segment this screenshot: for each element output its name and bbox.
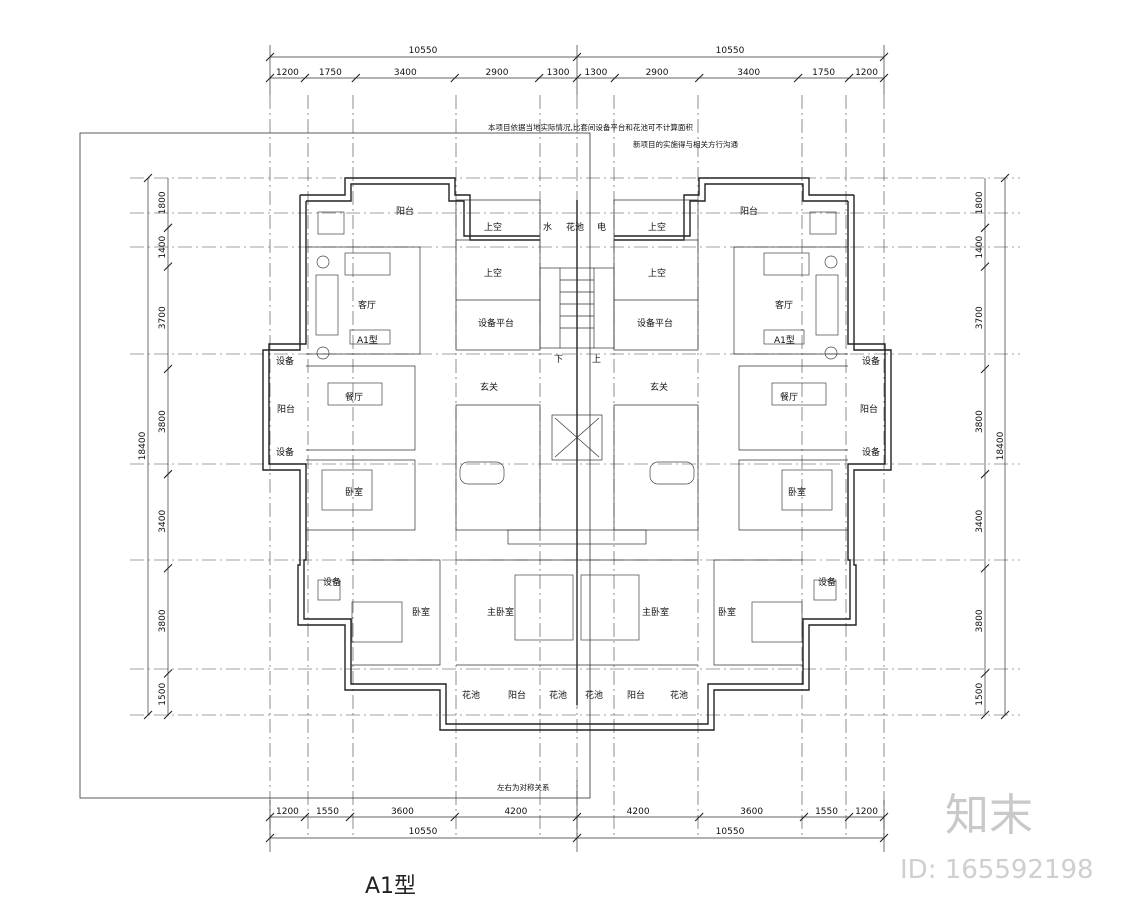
label-bedroom-left-1: 卧室: [345, 486, 363, 498]
label-lobby-left: 玄关: [480, 381, 498, 393]
label-water: 水: [543, 221, 552, 233]
label-bedroom-right-1: 卧室: [788, 486, 806, 498]
label-equip-right-2: 设备: [862, 446, 880, 458]
top-total-left: 10550: [409, 46, 438, 56]
top-segment-1: 1750: [319, 68, 342, 78]
label-equip-left-2: 设备: [276, 446, 294, 458]
label-master-left: 主卧室: [487, 606, 514, 618]
left-segment-0: 1800: [158, 191, 168, 214]
label-bedroom-right-2: 卧室: [718, 606, 736, 618]
left-segment-1: 1400: [158, 235, 168, 258]
top-segment-6: 2900: [646, 68, 669, 78]
label-dining-right: 餐厅: [780, 391, 798, 403]
bottom-dimension-chain: 1200 1550 3600 4200 4200 3600 1550 1200 10550 105…: [265, 780, 889, 852]
left-segment-3: 3800: [158, 410, 168, 433]
top-dimension-chain: 1200 1750 3400 2900 1300 1300 2900 3400 1750 1200…: [265, 45, 889, 95]
top-total-right: 10550: [716, 46, 745, 56]
left-total: 18400: [138, 431, 148, 460]
left-segment-5: 3800: [158, 609, 168, 632]
note-area: 本项目依据当地实际情况,比套间设备平台和花池可不计算面积: [488, 122, 693, 132]
label-planter-left-1: 花池: [462, 689, 480, 701]
label-planter-left-2: 花池: [549, 689, 567, 701]
bottom-segment-1: 1550: [316, 807, 339, 817]
label-equip-right-1: 设备: [862, 355, 880, 367]
label-up: 上: [592, 354, 601, 365]
right-segment-3: 3800: [975, 410, 985, 433]
label-void-right-top: 上空: [648, 221, 666, 233]
right-segment-4: 3400: [975, 510, 985, 533]
label-platform-right: 设备平台: [637, 317, 673, 329]
label-lobby-right: 玄关: [650, 381, 668, 393]
right-dimension-chain: 1800 1400 3700 3800 3400 3800 1500 18400: [975, 173, 1010, 720]
left-segment-6: 1500: [158, 683, 168, 706]
right-segment-0: 1800: [975, 191, 985, 214]
label-dining-left: 餐厅: [345, 391, 363, 403]
watermark-id: ID: 165592198: [900, 855, 1094, 885]
bottom-segment-4: 4200: [627, 807, 650, 817]
bottom-segment-3: 4200: [504, 807, 527, 817]
label-balcony-side-right: 阳台: [860, 403, 878, 415]
label-platform-left: 设备平台: [478, 317, 514, 329]
label-planter-right-1: 花池: [585, 689, 603, 701]
furniture: [315, 211, 839, 643]
top-segment-5: 1300: [584, 68, 607, 78]
label-down: 下: [554, 355, 563, 365]
bottom-segment-7: 1200: [855, 807, 878, 817]
left-segment-4: 3400: [158, 510, 168, 533]
bottom-segment-5: 3600: [740, 807, 763, 817]
watermark-brand: 知末: [945, 790, 1033, 841]
bottom-segment-6: 1550: [815, 807, 838, 817]
top-segment-8: 1750: [812, 68, 835, 78]
label-master-right: 主卧室: [642, 606, 669, 618]
top-segment-2: 3400: [394, 68, 417, 78]
label-living-right: 客厅: [775, 299, 793, 311]
label-elec: 电: [597, 221, 606, 233]
top-segment-3: 2900: [486, 68, 509, 78]
right-total: 18400: [996, 431, 1006, 460]
label-void-right-mid: 上空: [648, 267, 666, 279]
label-balcony-left: 阳台: [396, 205, 414, 217]
label-bedroom-left-2: 卧室: [412, 606, 430, 618]
left-dimension-chain: 1800 1400 3700 3800 3400 3800 1500 18400: [138, 173, 173, 720]
room-labels: 本项目依据当地实际情况,比套间设备平台和花池可不计算面积 新项目的实施得与相关方…: [276, 122, 880, 792]
label-void-left-top: 上空: [484, 221, 502, 233]
label-balcony-bottom-right: 阳台: [627, 689, 645, 701]
label-unit-left: A1型: [357, 335, 378, 346]
label-living-left: 客厅: [358, 299, 376, 311]
top-segment-0: 1200: [276, 68, 299, 78]
label-balcony-right: 阳台: [740, 205, 758, 217]
right-segment-6: 1500: [975, 683, 985, 706]
site-outline: [79, 132, 591, 799]
bottom-total-right: 10550: [716, 827, 745, 837]
top-segment-9: 1200: [855, 68, 878, 78]
bottom-segment-0: 1200: [276, 807, 299, 817]
label-planter-right-2: 花池: [670, 689, 688, 701]
note-symmetric: 左右为对称关系: [497, 782, 550, 792]
label-equip-left-3: 设备: [323, 576, 341, 588]
label-balcony-side-left: 阳台: [277, 403, 295, 415]
label-void-left-mid: 上空: [484, 267, 502, 279]
plan-title: A1型: [365, 874, 416, 899]
label-equip-left-1: 设备: [276, 355, 294, 367]
label-unit-right: A1型: [774, 335, 795, 346]
label-planter-center: 花池: [566, 221, 584, 233]
top-segment-7: 3400: [737, 68, 760, 78]
right-segment-5: 3800: [975, 609, 985, 632]
bottom-segment-2: 3600: [391, 807, 414, 817]
right-segment-2: 3700: [975, 306, 985, 329]
bottom-total-left: 10550: [409, 827, 438, 837]
left-segment-2: 3700: [158, 306, 168, 329]
top-segment-4: 1300: [547, 68, 570, 78]
watermark: 知末 ID: 165592198: [900, 790, 1094, 885]
building-walls: [262, 177, 892, 731]
label-balcony-bottom-left: 阳台: [508, 689, 526, 701]
right-segment-1: 1400: [975, 235, 985, 258]
note-consult: 新项目的实施得与相关方行沟通: [633, 139, 738, 149]
label-equip-right-3: 设备: [818, 576, 836, 588]
